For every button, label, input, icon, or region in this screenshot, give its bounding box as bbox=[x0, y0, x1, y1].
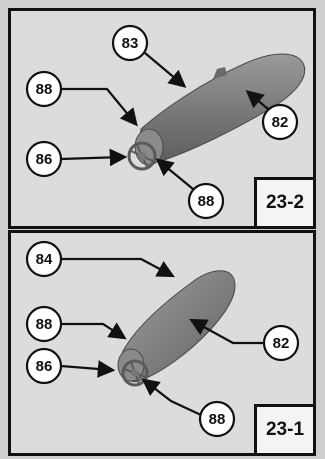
step-panel-23-2: 83 88 82 86 bbox=[8, 8, 316, 229]
callout-86-label: 86 bbox=[36, 151, 53, 168]
callout-86: 86 bbox=[27, 142, 123, 176]
callout-88-upper: 88 bbox=[27, 72, 135, 123]
callout-88-lower-label: 88 bbox=[209, 411, 226, 428]
step-number-box: 23-1 bbox=[254, 404, 313, 453]
callout-84: 84 bbox=[27, 242, 171, 276]
callout-82-label: 82 bbox=[273, 335, 290, 352]
callout-83: 83 bbox=[113, 26, 183, 85]
callout-82-label: 82 bbox=[272, 114, 289, 131]
callout-88-lower: 88 bbox=[145, 381, 234, 436]
step-number-box: 23-2 bbox=[254, 177, 313, 226]
callout-88-lower-label: 88 bbox=[198, 193, 215, 210]
callout-88-upper: 88 bbox=[27, 307, 123, 341]
callout-88-upper-label: 88 bbox=[36, 81, 53, 98]
callout-84-label: 84 bbox=[36, 251, 53, 268]
callout-88-upper-label: 88 bbox=[36, 316, 53, 333]
callout-86-label: 86 bbox=[36, 358, 53, 375]
callout-86: 86 bbox=[27, 349, 111, 383]
callout-88-lower: 88 bbox=[159, 161, 223, 218]
step-panel-23-1: 84 88 82 86 bbox=[8, 230, 316, 456]
callout-83-label: 83 bbox=[122, 35, 139, 52]
